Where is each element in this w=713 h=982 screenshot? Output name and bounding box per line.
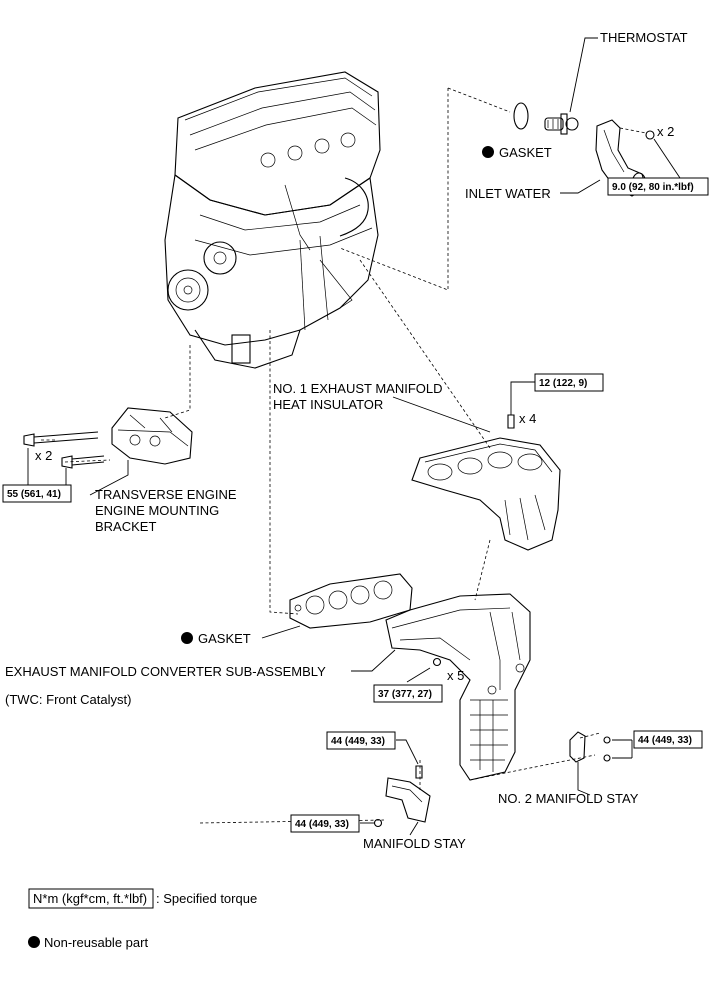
label-bracket-2: ENGINE MOUNTING [95, 503, 219, 518]
thermostat-illustration [544, 113, 579, 135]
torque-inlet: 9.0 (92, 80 in.*lbf) [612, 182, 694, 193]
label-bracket-3: BRACKET [95, 519, 156, 534]
label-qty-inlet: x 2 [657, 124, 674, 139]
label-qty-bracket: x 2 [35, 448, 52, 463]
engine-mounting-bracket-illustration [111, 407, 193, 465]
label-thermostat: THERMOSTAT [600, 30, 688, 45]
reference-lines [40, 87, 601, 824]
label-gasket-top: GASKET [499, 145, 552, 160]
torque-box-bracket [2, 484, 72, 503]
label-insulator-2: HEAT INSULATOR [273, 397, 383, 412]
label-converter: EXHAUST MANIFOLD CONVERTER SUB-ASSEMBLY [5, 664, 326, 679]
no2-manifold-stay-illustration [569, 731, 611, 763]
manifold-stay-illustration [373, 765, 431, 828]
o-ring-gasket-illustration [513, 102, 529, 130]
legend-nonreusable: Non-reusable part [44, 935, 148, 950]
label-insulator-1: NO. 1 EXHAUST MANIFOLD [273, 381, 443, 396]
nonreusable-legend-icon [28, 936, 40, 948]
legend-unit: N*m (kgf*cm, ft.*lbf) [33, 891, 147, 906]
nonreusable-marker-icon [482, 146, 494, 158]
converter-nut-icon [432, 657, 442, 667]
legend-torque-box [28, 888, 154, 909]
torque-box-no2-stay [633, 730, 703, 749]
heat-insulator-illustration [411, 437, 561, 551]
torque-no2-stay: 44 (449, 33) [638, 735, 692, 746]
exhaust-gasket-illustration [289, 573, 413, 629]
label-gasket-mid: GASKET [198, 631, 251, 646]
torque-insulator: 12 (122, 9) [539, 378, 587, 389]
bracket-bolts-illustration [23, 431, 105, 469]
label-qty-x4: x 4 [519, 411, 536, 426]
nonreusable-marker-icon [181, 632, 193, 644]
label-manifold-stay: MANIFOLD STAY [363, 836, 466, 851]
torque-converter: 37 (377, 27) [378, 689, 432, 700]
label-no2-stay: NO. 2 MANIFOLD STAY [498, 791, 639, 806]
torque-bracket: 55 (561, 41) [7, 489, 61, 500]
torque-box-inlet [607, 177, 709, 196]
torque-stay-upper: 44 (449, 33) [331, 736, 385, 747]
label-twc: (TWC: Front Catalyst) [5, 692, 131, 707]
label-inlet-water: INLET WATER [465, 186, 551, 201]
label-qty-x5: x 5 [447, 668, 464, 683]
label-bracket-1: TRANSVERSE ENGINE [95, 487, 237, 502]
legend-unit-desc: : Specified torque [156, 891, 257, 906]
torque-stay-lower: 44 (449, 33) [295, 819, 349, 830]
torque-box-stay-upper [326, 731, 396, 750]
torque-box-converter [373, 684, 443, 703]
torque-box-stay-lower [290, 814, 360, 833]
torque-box-insulator [534, 373, 604, 392]
exhaust-manifold-converter-illustration [385, 593, 531, 781]
engine-assembly-illustration [164, 71, 381, 369]
